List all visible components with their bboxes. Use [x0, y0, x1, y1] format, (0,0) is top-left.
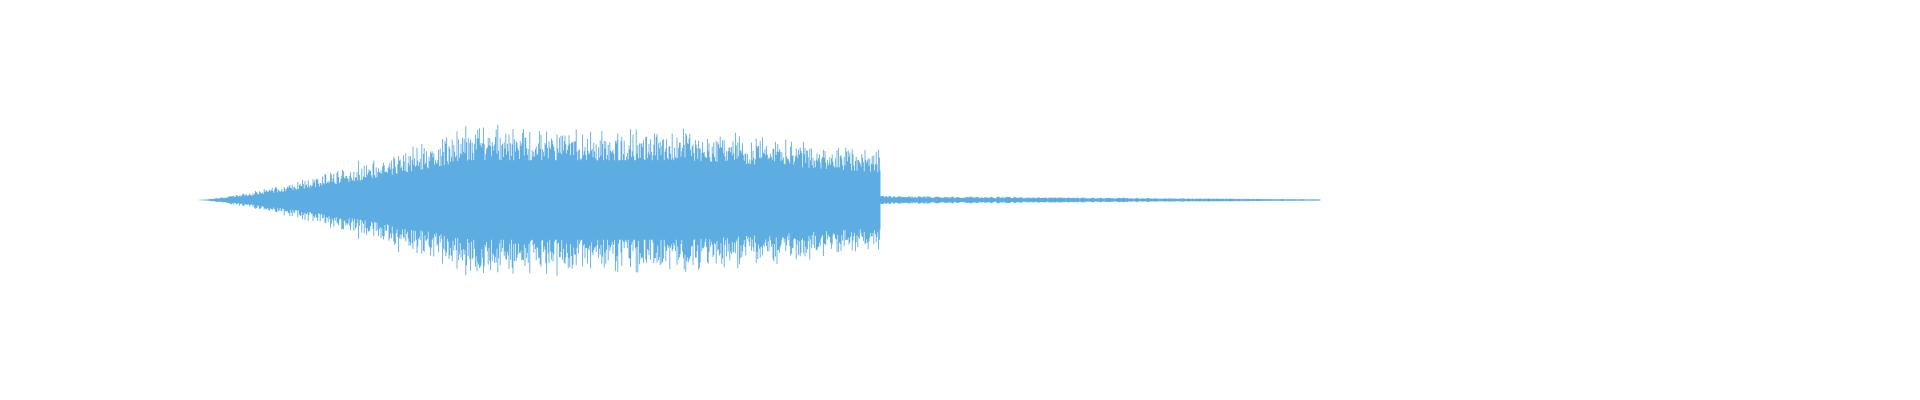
waveform-spikes: [198, 124, 880, 276]
waveform-bars: [198, 124, 1321, 276]
